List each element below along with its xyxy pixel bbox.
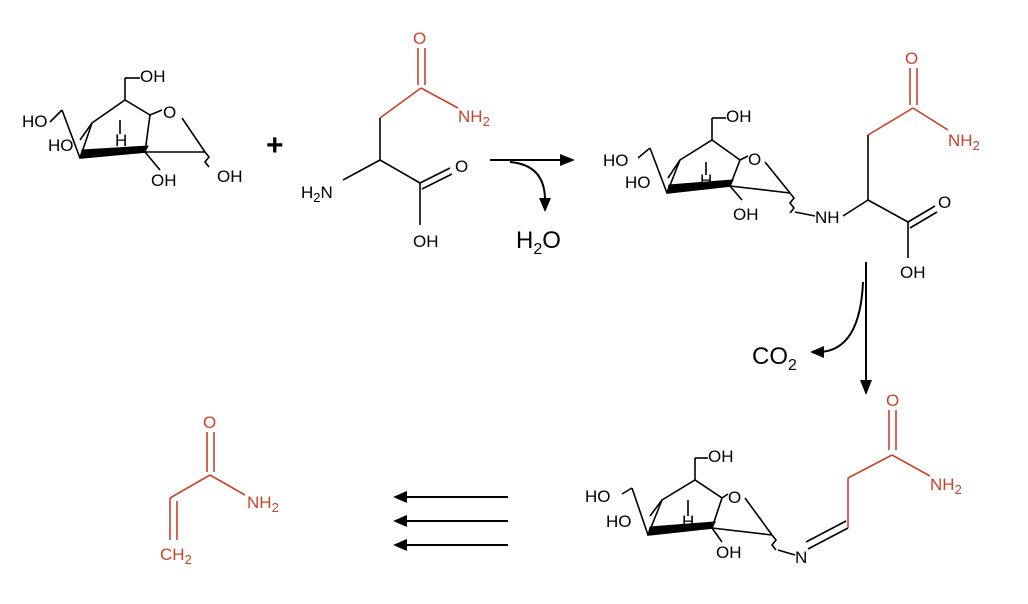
- plus-sign: +: [266, 129, 284, 162]
- label-oh2-2: OH: [733, 205, 759, 224]
- condensation-arrow: H2O: [490, 154, 575, 258]
- label-ho3: HO: [48, 136, 74, 155]
- ring-wedge-bond: [79, 145, 149, 159]
- label-acryl-ch2: CH2: [160, 545, 192, 567]
- label-oh6-3: OH: [708, 447, 734, 466]
- label-oh6: OH: [140, 67, 166, 86]
- label-acryl-o: O: [203, 413, 216, 432]
- label-acryl-nh2: NH2: [247, 493, 279, 515]
- label-ho4-3: HO: [585, 487, 611, 506]
- glycosylamine-molecule: OH O HO HO H OH NH O NH2 O OH: [603, 49, 980, 282]
- label-ho3-3: HO: [606, 512, 632, 531]
- label-h-2: H: [700, 171, 712, 190]
- acrylamide-molecule: O NH2 CH2: [160, 413, 279, 567]
- label-ring-o-3: O: [728, 488, 741, 507]
- glucose-molecule: OH O HO HO H OH OH: [22, 67, 243, 190]
- label-ho4: HO: [22, 112, 48, 131]
- label-water: H2O: [516, 227, 561, 258]
- wavy-bond: [203, 151, 211, 168]
- label-acid-o-2: O: [938, 193, 951, 212]
- label-amide-o-3: O: [886, 391, 899, 410]
- label-oh6-2: OH: [726, 107, 752, 126]
- label-h: H: [115, 131, 127, 150]
- label-nh: NH: [815, 208, 840, 227]
- multistep-arrows: [393, 491, 508, 551]
- label-nh2: NH2: [458, 107, 490, 129]
- label-oh2-3: OH: [716, 543, 742, 562]
- label-n: N: [795, 548, 807, 567]
- label-co2: CO2: [752, 343, 797, 374]
- label-ho4-2: HO: [603, 151, 629, 170]
- label-amide-o-2: O: [905, 49, 918, 68]
- label-h-3: H: [682, 512, 694, 531]
- label-acid-oh: OH: [413, 232, 439, 251]
- label-amide-o: O: [413, 29, 426, 48]
- wavy-bond-2: [788, 192, 796, 214]
- label-nh2-3: NH2: [930, 475, 962, 497]
- label-acid-oh-2: OH: [900, 263, 926, 282]
- label-oh1: OH: [217, 167, 243, 186]
- asparagine-molecule: O NH2 H2N O OH: [301, 29, 490, 251]
- wavy-bond-3: [770, 534, 778, 551]
- label-oh2: OH: [151, 171, 177, 190]
- label-ho3-2: HO: [625, 173, 651, 192]
- ring-wedge-bond-3: [647, 521, 716, 536]
- label-ring-o-2: O: [748, 150, 761, 169]
- decarboxylation-arrow: CO2: [752, 262, 872, 395]
- label-nh2-2: NH2: [948, 131, 980, 153]
- label-acid-o: O: [455, 157, 468, 176]
- label-ring-o: O: [163, 103, 176, 122]
- ring-wedge-bond-2: [666, 179, 734, 194]
- label-h2n: H2N: [301, 183, 333, 205]
- schiff-base-molecule: OH O HO HO H OH N O NH2: [585, 391, 962, 567]
